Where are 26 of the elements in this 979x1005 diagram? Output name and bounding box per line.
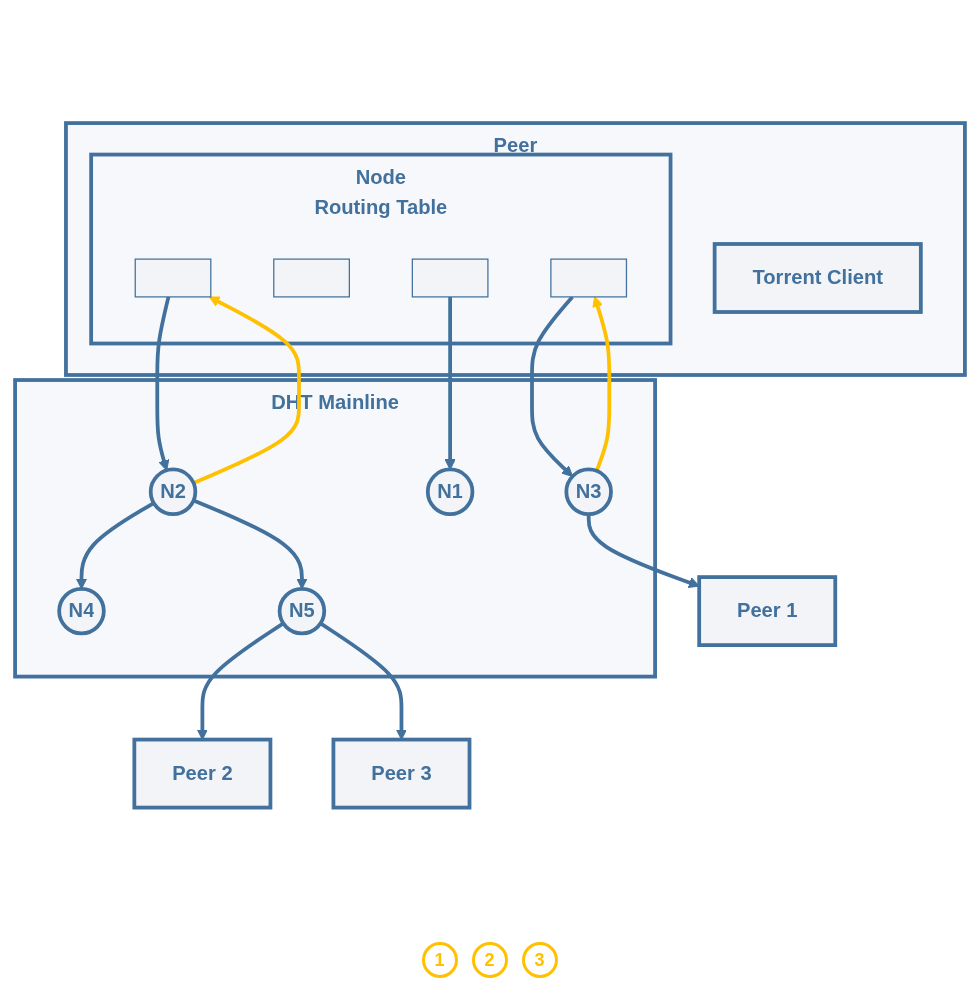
node-box: Torrent Client <box>712 241 923 314</box>
callout-number: 3 <box>521 942 558 978</box>
arrow <box>319 621 407 740</box>
node-box <box>134 258 211 298</box>
arrow <box>154 296 170 471</box>
node-box <box>549 258 627 298</box>
node-circle: N1 <box>425 467 474 516</box>
node-circle: N3 <box>563 467 613 516</box>
node-circle: N5 <box>277 586 326 635</box>
arrow <box>192 296 301 485</box>
node-box: Peer 1 <box>696 574 837 647</box>
arrow <box>529 295 574 477</box>
arrow <box>591 296 611 472</box>
arrow <box>75 501 155 589</box>
node-box <box>272 258 350 298</box>
node-box: Peer 2 <box>131 737 272 810</box>
callout-number: 2 <box>471 942 508 978</box>
arrow <box>192 498 307 589</box>
arrow <box>196 621 284 740</box>
node-box <box>411 258 489 298</box>
arrow <box>444 296 456 470</box>
callout-number: 1 <box>421 942 458 978</box>
cluster: Node Routing Table <box>88 152 672 346</box>
node-box: Peer 3 <box>331 737 471 810</box>
node-circle: N2 <box>148 467 197 516</box>
node-circle: N4 <box>56 586 106 635</box>
